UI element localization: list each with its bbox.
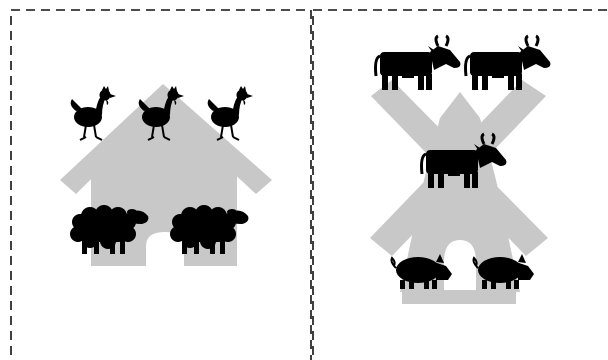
left-card-border [10,9,312,360]
windmill-door [444,240,476,290]
cow-icon [374,34,462,92]
chicken-icon [69,85,117,141]
cow-icon [464,34,552,92]
right-card-border [312,9,608,360]
